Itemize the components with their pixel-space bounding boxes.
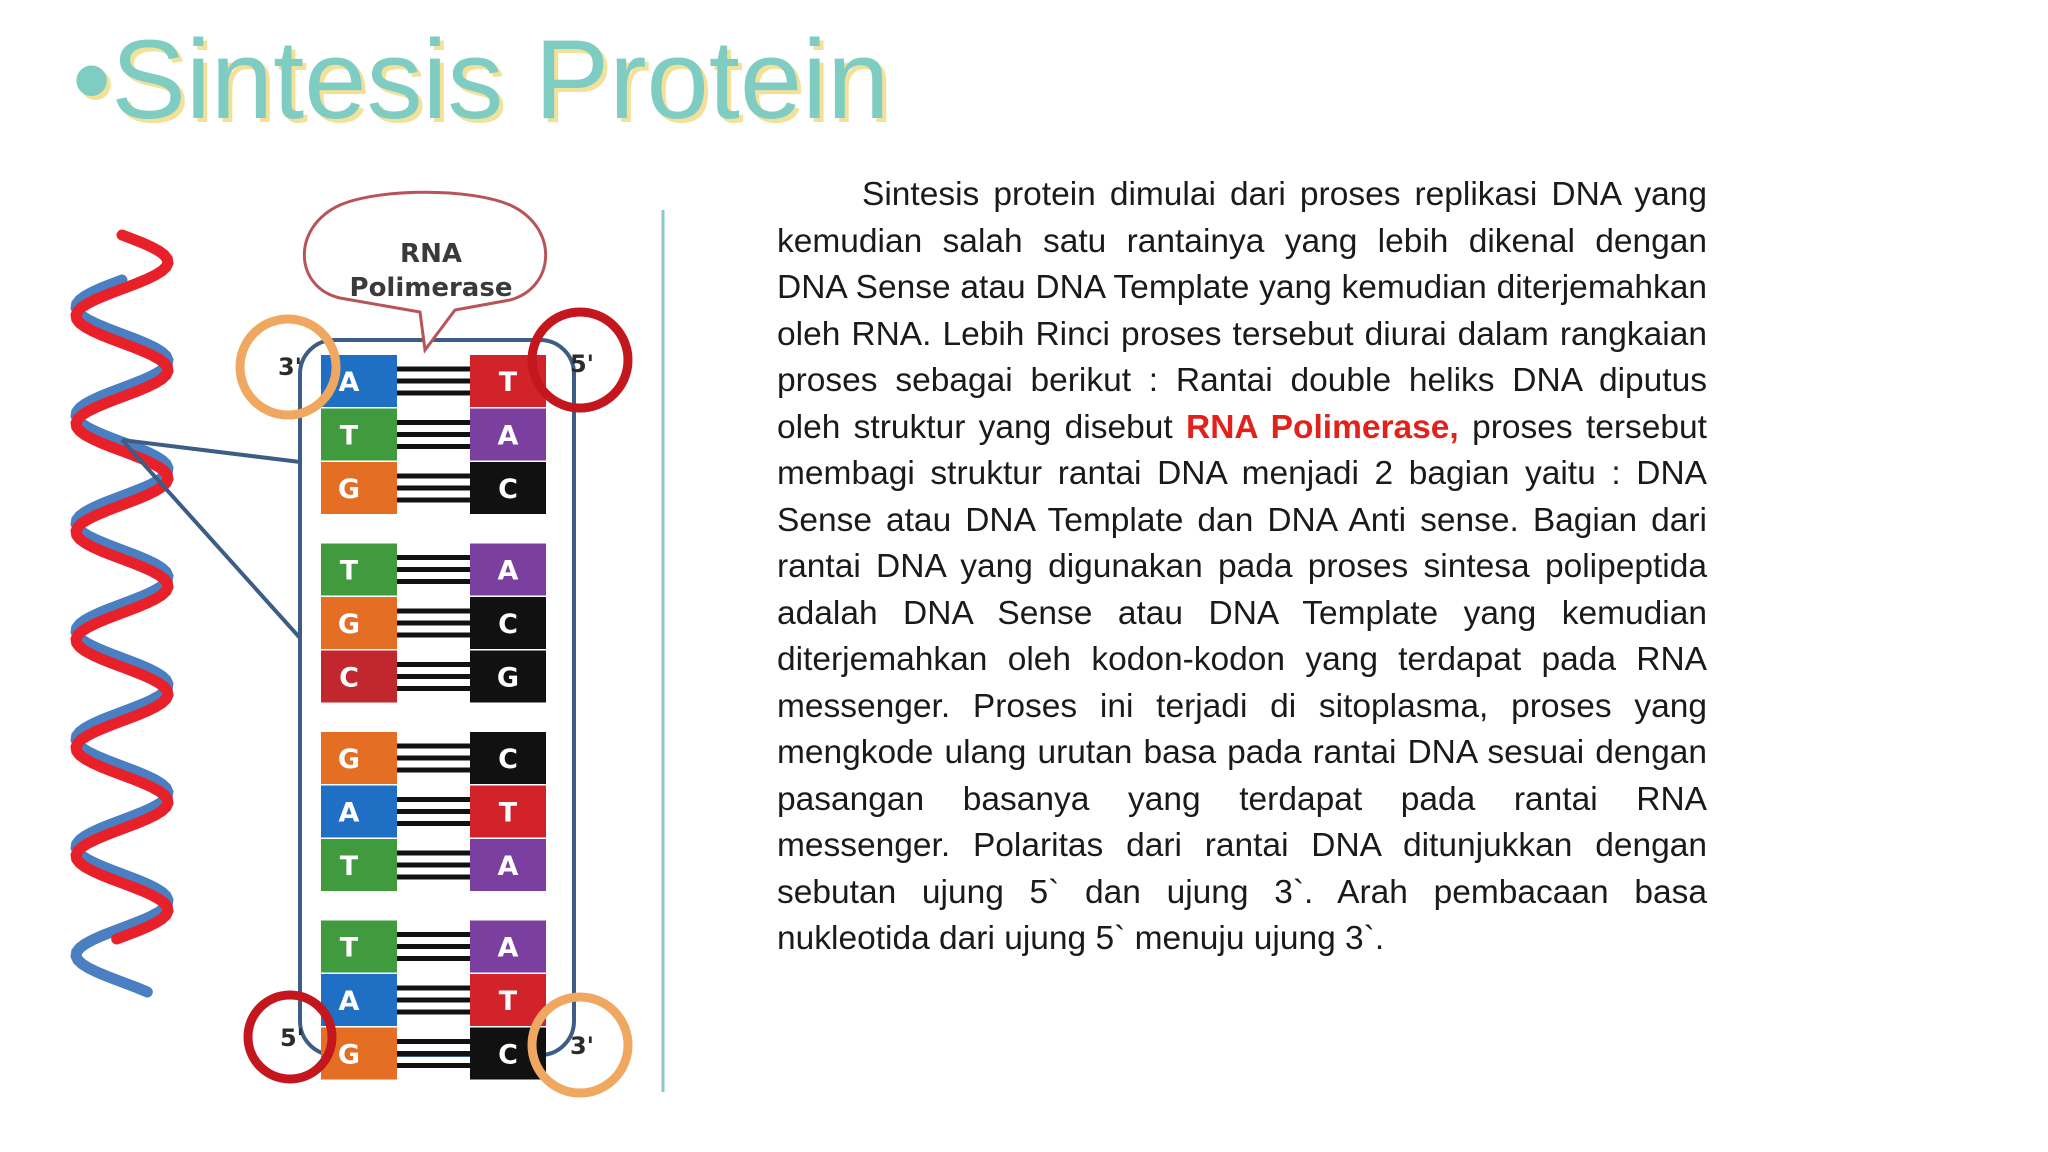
left-base-letter: T: [340, 851, 359, 882]
end-circle-right-top: [527, 307, 633, 413]
right-base-letter: C: [498, 474, 518, 505]
left-base-10: T: [321, 920, 397, 973]
end-label-left-top: 3': [278, 353, 302, 381]
right-base-box: [470, 462, 546, 514]
left-base-box: [321, 839, 397, 891]
right-base-letter: C: [498, 609, 518, 640]
right-base-11: T: [470, 974, 546, 1026]
left-base-box: [321, 650, 397, 703]
right-base-box: [470, 543, 546, 596]
left-base-box: [321, 785, 397, 838]
end-label-right-top: 5': [570, 350, 594, 378]
slide-title: •Sintesis Protein: [72, 17, 890, 142]
bubble-label-line1: RNA: [400, 239, 462, 269]
left-base-letter: G: [338, 1040, 360, 1071]
left-base-letter: G: [338, 609, 360, 640]
right-base-3: C: [470, 462, 546, 514]
left-base-8: A: [321, 785, 397, 838]
rna-polimerase-bubble: [302, 190, 548, 354]
right-base-8: T: [470, 785, 546, 838]
left-base-letter: G: [338, 474, 360, 505]
left-base-11: A: [321, 974, 397, 1026]
left-base-box: [321, 408, 397, 461]
right-base-letter: G: [497, 663, 519, 694]
left-base-letter: A: [339, 798, 360, 829]
right-base-4: A: [470, 543, 546, 596]
end-circle-left-top: [235, 314, 341, 420]
right-base-2: A: [470, 408, 546, 461]
bubble-label-line2: Polimerase: [350, 273, 513, 303]
right-base-5: C: [470, 597, 546, 649]
left-base-box: [321, 732, 397, 784]
right-base-letter: T: [499, 986, 518, 1017]
paragraph-highlight-rna-polimerase: RNA Polimerase,: [1186, 408, 1459, 446]
right-base-box: [470, 408, 546, 461]
right-base-letter: C: [498, 1040, 518, 1071]
right-base-letter: C: [498, 744, 518, 775]
right-base-7: C: [470, 732, 546, 784]
left-base-5: G: [321, 597, 397, 649]
left-base-4: T: [321, 543, 397, 596]
right-base-letter: T: [499, 798, 518, 829]
end-label-right-bottom: 3': [570, 1032, 594, 1060]
left-base-letter: A: [339, 367, 360, 398]
zoom-connector-bottom: [120, 438, 302, 1020]
right-base-letter: T: [499, 367, 518, 398]
right-base-6: G: [470, 650, 546, 703]
paragraph-part1: Sintesis protein dimulai dari proses rep…: [777, 176, 1707, 446]
right-base-letter: A: [498, 556, 519, 587]
left-base-letter: C: [339, 663, 359, 694]
left-base-6: C: [321, 650, 397, 703]
right-base-box: [470, 650, 546, 703]
left-base-letter: T: [340, 421, 359, 452]
paragraph-part2: proses tersebut membagi struktur rantai …: [777, 408, 1707, 958]
right-base-box: [470, 732, 546, 784]
left-base-1: A: [321, 355, 397, 407]
body-paragraph: Sintesis protein dimulai dari proses rep…: [777, 172, 1707, 963]
right-base-9: A: [470, 839, 546, 891]
left-base-7: G: [321, 732, 397, 784]
left-base-box: [321, 920, 397, 973]
end-label-left-bottom: 5': [280, 1024, 304, 1052]
left-base-2: T: [321, 408, 397, 461]
end-circle-left-bottom: [243, 990, 337, 1084]
right-base-box: [470, 597, 546, 649]
right-base-letter: A: [498, 851, 519, 882]
left-base-3: G: [321, 462, 397, 514]
left-base-9: T: [321, 839, 397, 891]
left-base-letter: T: [340, 933, 359, 964]
left-base-box: [321, 974, 397, 1026]
right-base-10: A: [470, 920, 546, 973]
left-base-box: [321, 543, 397, 596]
left-base-letter: A: [339, 986, 360, 1017]
right-base-box: [470, 785, 546, 838]
right-base-letter: A: [498, 421, 519, 452]
end-circle-right-bottom: [527, 992, 633, 1098]
right-base-box: [470, 974, 546, 1026]
right-base-box: [470, 839, 546, 891]
left-base-letter: T: [340, 556, 359, 587]
base-pair-rungs: [397, 366, 470, 1068]
left-base-box: [321, 597, 397, 649]
left-base-box: [321, 462, 397, 514]
left-base-letter: G: [338, 744, 360, 775]
right-base-box: [470, 920, 546, 973]
dna-helix-red-strand: [70, 229, 174, 945]
right-base-letter: A: [498, 933, 519, 964]
